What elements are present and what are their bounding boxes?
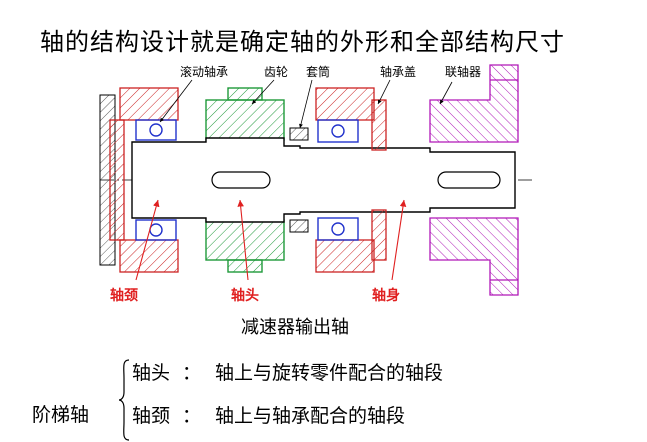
gear	[205, 87, 285, 273]
group-label: 阶梯轴	[32, 404, 90, 426]
label-coupling: 联轴器	[445, 64, 481, 79]
definition-item: 轴头 ： 轴上与旋转零件配合的轴段	[132, 358, 443, 385]
leader-lines	[159, 79, 453, 129]
definition-item: 轴颈 ： 轴上与轴承配合的轴段	[132, 401, 405, 428]
definition-term: 轴颈	[132, 405, 171, 427]
label-journal: 轴颈	[110, 287, 138, 304]
definition-text: 轴上与轴承配合的轴段	[215, 405, 406, 427]
curly-bracket	[118, 359, 130, 441]
label-bearing-cover: 轴承盖	[380, 64, 416, 79]
keyway-coupling	[437, 171, 501, 189]
shaft	[131, 137, 516, 223]
label-body: 轴身	[372, 287, 400, 304]
shaft-assembly-diagram: 滚动轴承 齿轮 套筒 轴承盖 联轴器 轴颈 轴头 轴身	[99, 64, 535, 304]
label-bearing: 滚动轴承	[180, 64, 228, 79]
section-arrows	[135, 199, 407, 281]
right-bearing	[317, 119, 359, 241]
label-head: 轴头	[231, 287, 259, 304]
left-bearing	[135, 119, 177, 241]
page-title: 轴的结构设计就是确定轴的外形和全部结构尺寸	[40, 28, 565, 56]
label-gear: 齿轮	[264, 65, 288, 79]
sleeve	[289, 127, 309, 233]
definition-separator: ：	[182, 405, 202, 427]
left-housing	[99, 87, 179, 273]
definition-term: 轴头	[132, 362, 171, 384]
label-sleeve: 套筒	[306, 64, 330, 79]
coupling	[429, 64, 519, 296]
right-housing	[315, 87, 387, 273]
diagram-caption: 减速器输出轴	[241, 317, 349, 338]
definition-text: 轴上与旋转零件配合的轴段	[215, 362, 444, 384]
definition-separator: ：	[182, 362, 202, 384]
keyway-gear	[211, 171, 271, 189]
